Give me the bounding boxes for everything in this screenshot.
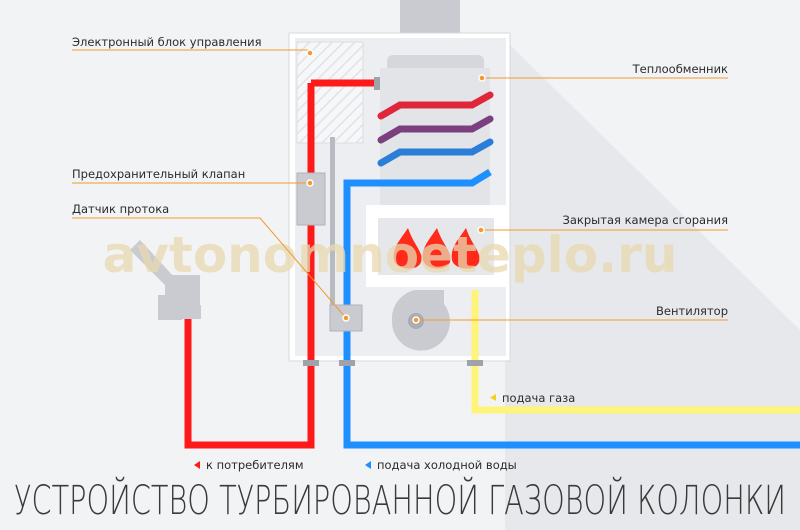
connector (467, 360, 483, 366)
diagram-title: УСТРОЙСТВО ТУРБИРОВАННОЙ ГАЗОВОЙ КОЛОНКИ (14, 476, 786, 524)
gas-arrow-icon (490, 394, 496, 401)
label-combustion-chamber: Закрытая камера сгорания (563, 213, 728, 227)
flame-icon (422, 228, 451, 269)
cold-water-pipe (343, 169, 800, 449)
connector (339, 360, 355, 366)
cold-arrow-icon (365, 461, 371, 469)
label-fan: Вентилятор (656, 304, 728, 318)
coil-cold (377, 138, 494, 167)
marker-dots (306, 49, 486, 324)
label-control-unit: Электронный блок управления (72, 35, 262, 49)
sensor-wire (330, 137, 335, 307)
heat-exchanger (380, 68, 490, 210)
connector (303, 360, 319, 366)
gas-pipe (471, 290, 800, 414)
watermark: avtonomnoeteplo.ru (103, 226, 678, 284)
shadow (505, 40, 800, 530)
label-safety-valve: Предохранительный клапан (72, 167, 245, 181)
connector (374, 77, 380, 90)
flame-icon (393, 228, 422, 269)
label-flow-sensor: Датчик протока (72, 202, 169, 216)
coil-hot (377, 91, 494, 120)
label-to-consumers: к потребителям (206, 458, 304, 472)
label-heat-exchanger: Теплообменник (632, 62, 728, 76)
label-cold-water: подача холодной воды (377, 458, 517, 472)
hot-water-pipe (184, 83, 315, 449)
control-unit (296, 41, 364, 144)
coil-mid (377, 115, 494, 144)
faucet (130, 240, 201, 320)
hot-arrow-icon (194, 461, 200, 469)
flame-icons (393, 228, 480, 269)
label-gas-supply: подача газа (502, 391, 575, 405)
flame-icon (451, 228, 480, 269)
